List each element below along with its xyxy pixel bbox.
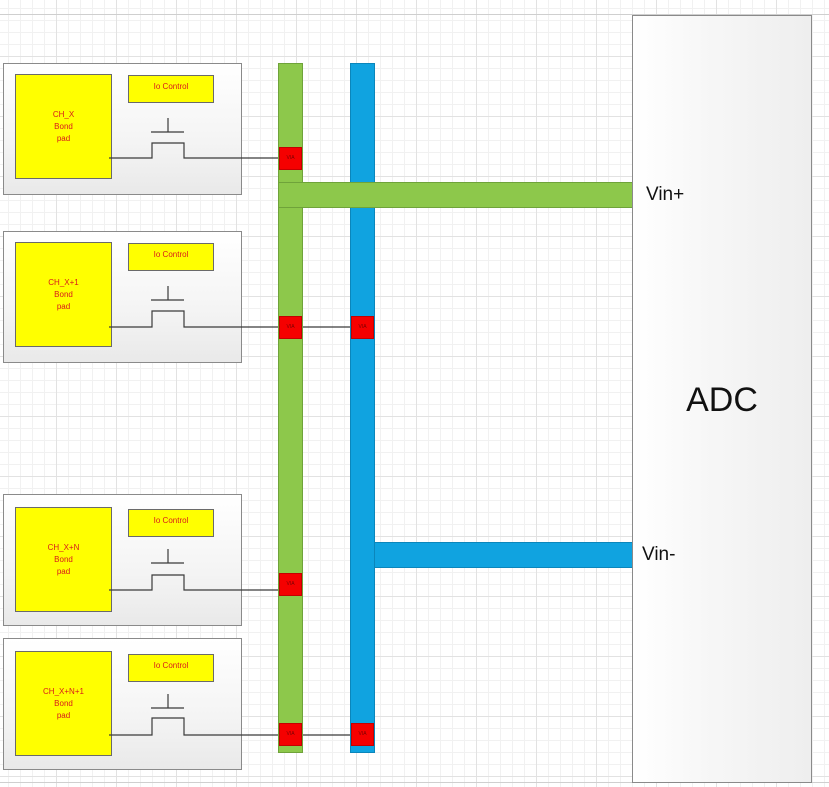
io-control-label: Io Control (153, 250, 189, 259)
bond-pad-label: CH_X (52, 109, 75, 119)
vin-minus-horizontal-bus (374, 542, 633, 568)
channel-block-1: CH_X Bond pad Io Control (3, 63, 242, 195)
via-5: VIA (279, 723, 302, 746)
vin-plus-vertical-bus (278, 63, 303, 753)
bond-pad-label: CH_X+N+1 (43, 686, 84, 696)
io-control-4: Io Control (128, 654, 214, 682)
vin-plus-horizontal-bus (278, 182, 633, 208)
via-2: VIA (279, 316, 302, 339)
io-control-label: Io Control (153, 516, 189, 525)
io-control-label: Io Control (153, 82, 189, 91)
bond-pad-2: CH_X+1 Bond pad (15, 242, 112, 347)
bond-pad-3: CH_X+N Bond pad (15, 507, 112, 612)
bond-pad-label: Bond (54, 698, 73, 708)
bond-pad-label: CH_X+1 (48, 277, 79, 287)
io-control-label: Io Control (153, 661, 189, 670)
bond-pad-4: CH_X+N+1 Bond pad (15, 651, 112, 756)
bond-pad-label: CH_X+N (47, 542, 80, 552)
via-4: VIA (279, 573, 302, 596)
top-border-line (0, 14, 829, 15)
bond-pad-label: pad (56, 301, 71, 311)
vin-minus-label: Vin- (642, 544, 676, 565)
via-1: VIA (279, 147, 302, 170)
bottom-border-line (0, 782, 829, 783)
switch-gate-4 (151, 694, 184, 709)
switch-gate-3 (151, 549, 184, 564)
vin-minus-vertical-bus (350, 63, 375, 753)
bond-pad-label: pad (56, 133, 71, 143)
switch-wire-2 (109, 310, 350, 328)
adc-label: ADC (686, 381, 758, 419)
bond-pad-label: pad (56, 710, 71, 720)
switch-gate-1 (151, 118, 184, 133)
bond-pad-label: pad (56, 566, 71, 576)
switch-wire-3 (109, 574, 278, 591)
io-control-1: Io Control (128, 75, 214, 103)
channel-block-3: CH_X+N Bond pad Io Control (3, 494, 242, 626)
switch-wire-4 (109, 717, 350, 736)
switch-wire-1 (109, 142, 278, 159)
via-6: VIA (351, 723, 374, 746)
via-3: VIA (351, 316, 374, 339)
bond-pad-1: CH_X Bond pad (15, 74, 112, 179)
bond-pad-label: Bond (54, 289, 73, 299)
channel-block-2: CH_X+1 Bond pad Io Control (3, 231, 242, 363)
bond-pad-label: Bond (54, 121, 73, 131)
adc-block (632, 15, 812, 783)
io-control-3: Io Control (128, 509, 214, 537)
io-control-2: Io Control (128, 243, 214, 271)
vin-plus-label: Vin+ (646, 184, 685, 205)
switch-gate-2 (151, 286, 184, 301)
bond-pad-label: Bond (54, 554, 73, 564)
channel-block-4: CH_X+N+1 Bond pad Io Control (3, 638, 242, 770)
